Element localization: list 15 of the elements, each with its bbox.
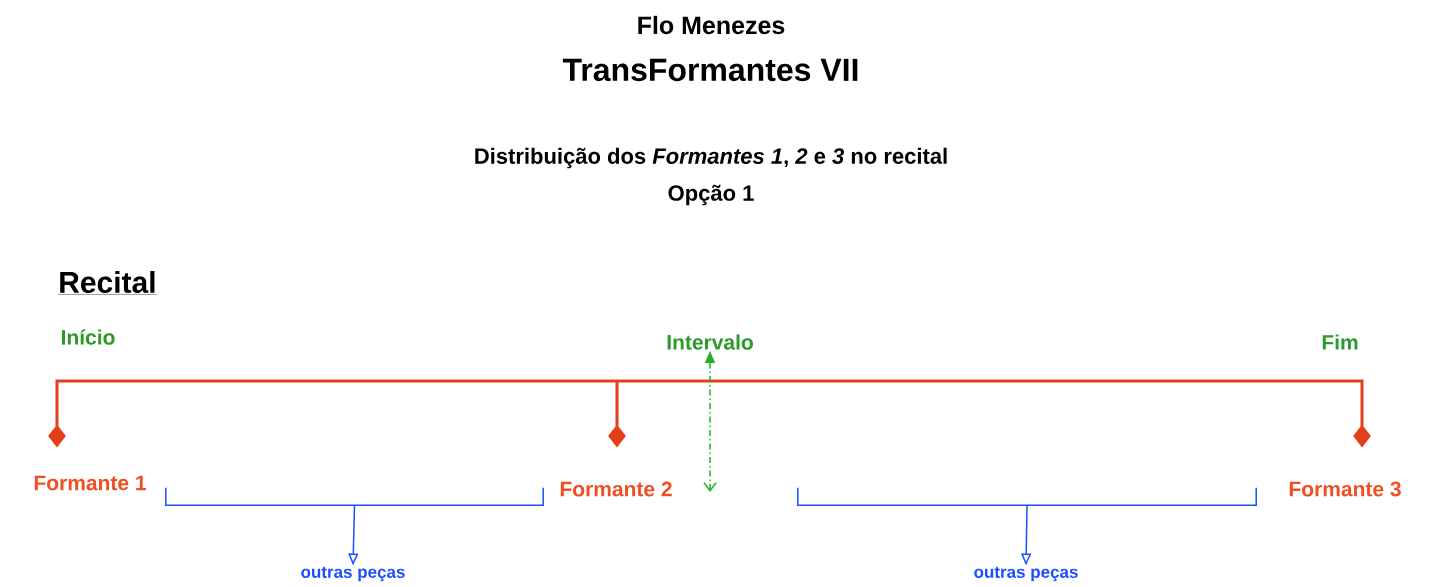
node-label: outras peças [301, 566, 405, 582]
subtitle: Distribuição dos Formantes 1, 2 e 3 no recital [475, 147, 947, 169]
node-label: outras peças [974, 566, 1078, 582]
interval-label: Intervalo [667, 334, 753, 350]
formant-label: Formante 3 [1289, 481, 1401, 497]
timeline-label: Fim [1322, 334, 1358, 350]
formant-label: Formante 1 [34, 475, 146, 491]
heading: Flo Menezes [638, 15, 785, 35]
section-heading: Recital [58, 271, 157, 295]
bracket [165, 487, 544, 506]
subtitle: Opção 1 [668, 184, 754, 206]
formant-label: Formante 2 [560, 481, 672, 497]
timeline-label: Início [62, 329, 115, 345]
title: TransFormantes VII [562, 58, 858, 82]
bracket [797, 487, 1257, 506]
